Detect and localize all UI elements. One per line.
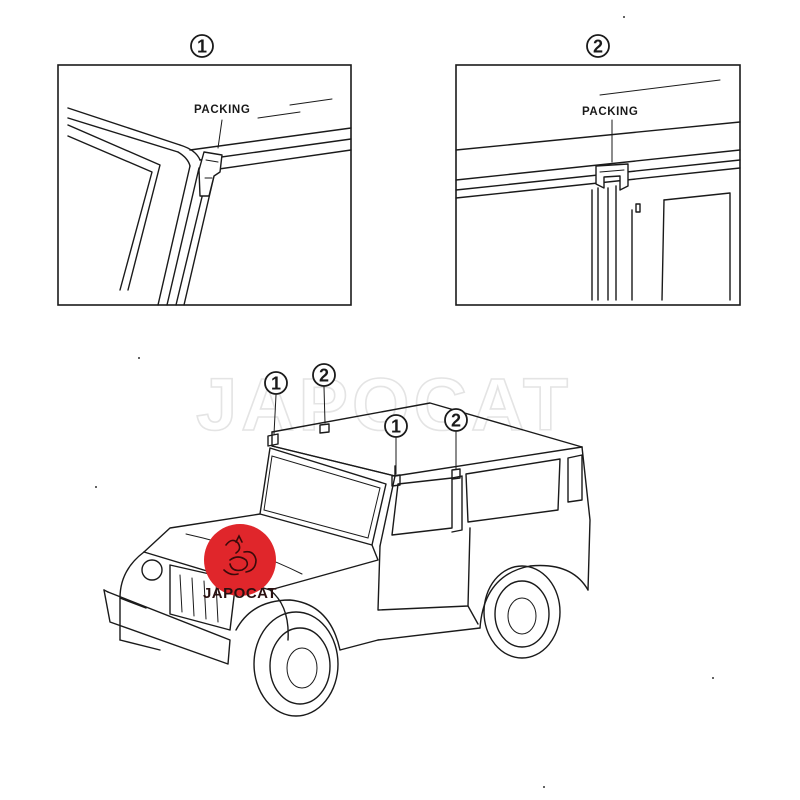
detail-1-number-circle (190, 34, 214, 58)
callout-2-rear-number: 2 (451, 411, 461, 431)
callout-1-rear: 1 (384, 414, 408, 475)
callout-2-front-circle (312, 363, 336, 387)
detail-2-number: 2 (593, 37, 603, 57)
detail-1-number: 1 (197, 37, 207, 57)
scan-specks (95, 16, 714, 788)
callout-1-front-circle (264, 371, 288, 395)
callout-1-rear-number: 1 (391, 417, 401, 437)
detail-2-packing-label: PACKING (582, 106, 638, 118)
callout-1-front-leader (273, 394, 277, 435)
detail-1: 1 (57, 34, 352, 306)
callout-2-rear: 2 (444, 408, 468, 470)
callout-2-rear-circle (444, 408, 468, 432)
watermark-text: JAPOCAT (196, 363, 572, 446)
callout-1-front: 1 (264, 371, 288, 435)
detail-2: 2 PACKI (455, 34, 741, 306)
callout-2-front: 2 (312, 363, 336, 424)
detail-2-drawing (455, 79, 741, 301)
callout-2-front-leader (323, 386, 326, 424)
vehicle-drawing (103, 402, 591, 717)
logo-text: JAPOCAT (203, 585, 277, 602)
detail-1-drawing (67, 98, 352, 306)
detail-1-packing-label: PACKING (194, 104, 250, 116)
logo-cat-icon (223, 534, 257, 576)
detail-1-packing-part (198, 151, 223, 197)
japocat-logo: JAPOCAT (203, 524, 277, 602)
callout-1-rear-circle (384, 414, 408, 438)
callout-2-front-number: 2 (319, 366, 329, 386)
callout-1-front-number: 1 (271, 374, 281, 394)
detail-2-packing-part (595, 163, 629, 191)
detail-2-number-circle (586, 34, 610, 58)
logo-red-circle (204, 524, 276, 596)
